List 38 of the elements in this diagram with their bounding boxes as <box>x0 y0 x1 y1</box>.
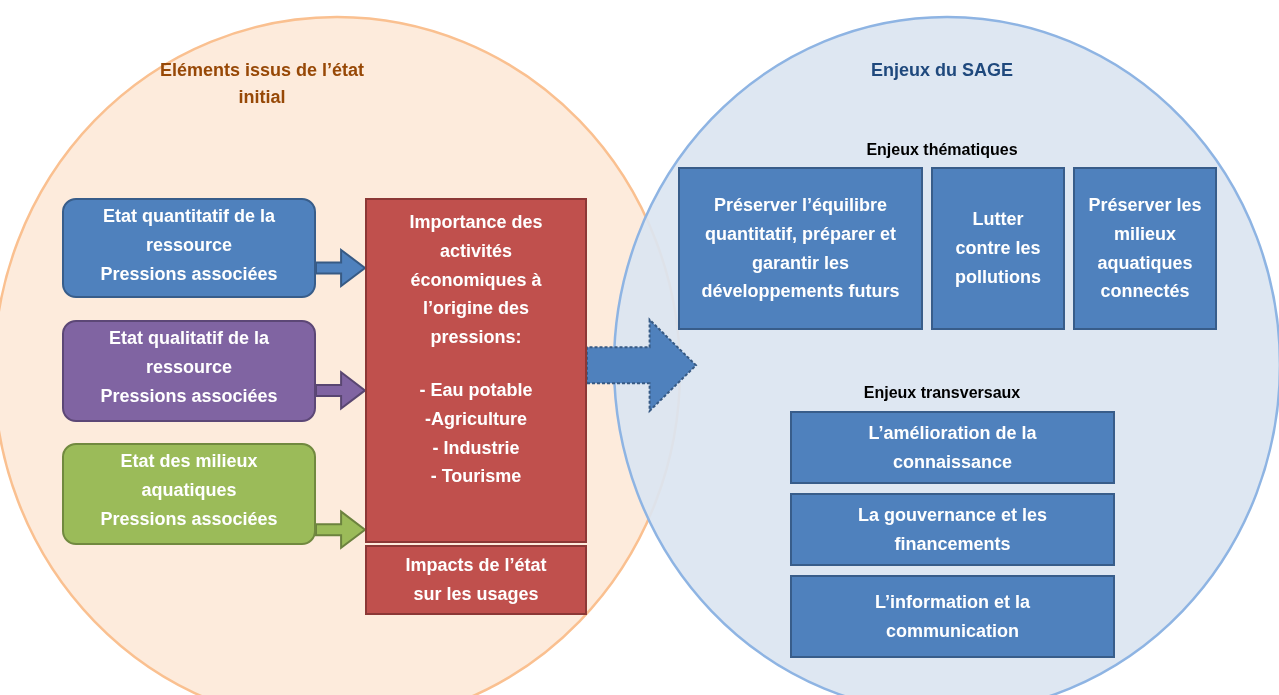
box-text: L’information et la communication <box>874 590 1031 643</box>
box-text: Etat qualitatif de la ressource <box>108 327 270 379</box>
box-text: Etat des milieux aquatiques <box>119 450 259 502</box>
text-box <box>790 575 1115 658</box>
box-text: Préserver l’équilibre quantitatif, préparer et garantir les développements futurs <box>700 193 901 304</box>
text-box <box>365 198 587 543</box>
text-box <box>931 167 1065 330</box>
block-arrow <box>586 317 698 414</box>
box-text: Importance des activités économiques à l’origine des pressions: <box>408 211 544 350</box>
list-item: - Tourisme <box>430 465 522 489</box>
block-arrow <box>315 247 367 289</box>
group-heading: Enjeux transversaux <box>862 383 1022 403</box>
text-box <box>678 167 923 330</box>
text-box <box>62 443 316 545</box>
circle-region <box>612 15 1279 695</box>
box-text: Etat quantitatif de la ressource <box>102 205 276 257</box>
text-box <box>790 411 1115 484</box>
box-text: Impacts de l’état sur les usages <box>404 554 548 606</box>
list-item: - Eau potable <box>419 379 533 402</box>
text-box <box>790 493 1115 566</box>
text-box <box>62 198 316 298</box>
list-item: Pressions associées <box>100 507 278 531</box>
group-heading: Enjeux thématiques <box>865 140 1019 160</box>
block-arrow <box>315 509 367 550</box>
section-heading: Eléments issus de l’état initial <box>158 59 366 109</box>
list-item: -Agriculture <box>425 407 527 431</box>
text-box <box>62 320 316 422</box>
list-item: - Industrie <box>432 436 520 460</box>
section-heading: Enjeux du SAGE <box>870 59 1014 82</box>
box-text: Lutter contre les pollutions <box>954 208 1042 289</box>
box-text: L’amélioration de la connaissance <box>867 421 1038 474</box>
block-arrow <box>315 370 367 411</box>
list-item: Pressions associées <box>100 384 278 408</box>
text-box <box>1073 167 1217 330</box>
box-text: La gouvernance et les financements <box>856 503 1049 556</box>
list-item: Pressions associées <box>100 262 278 286</box>
text-box <box>365 545 587 615</box>
box-text: Préserver les milieux aquatiques connectés <box>1087 193 1203 304</box>
